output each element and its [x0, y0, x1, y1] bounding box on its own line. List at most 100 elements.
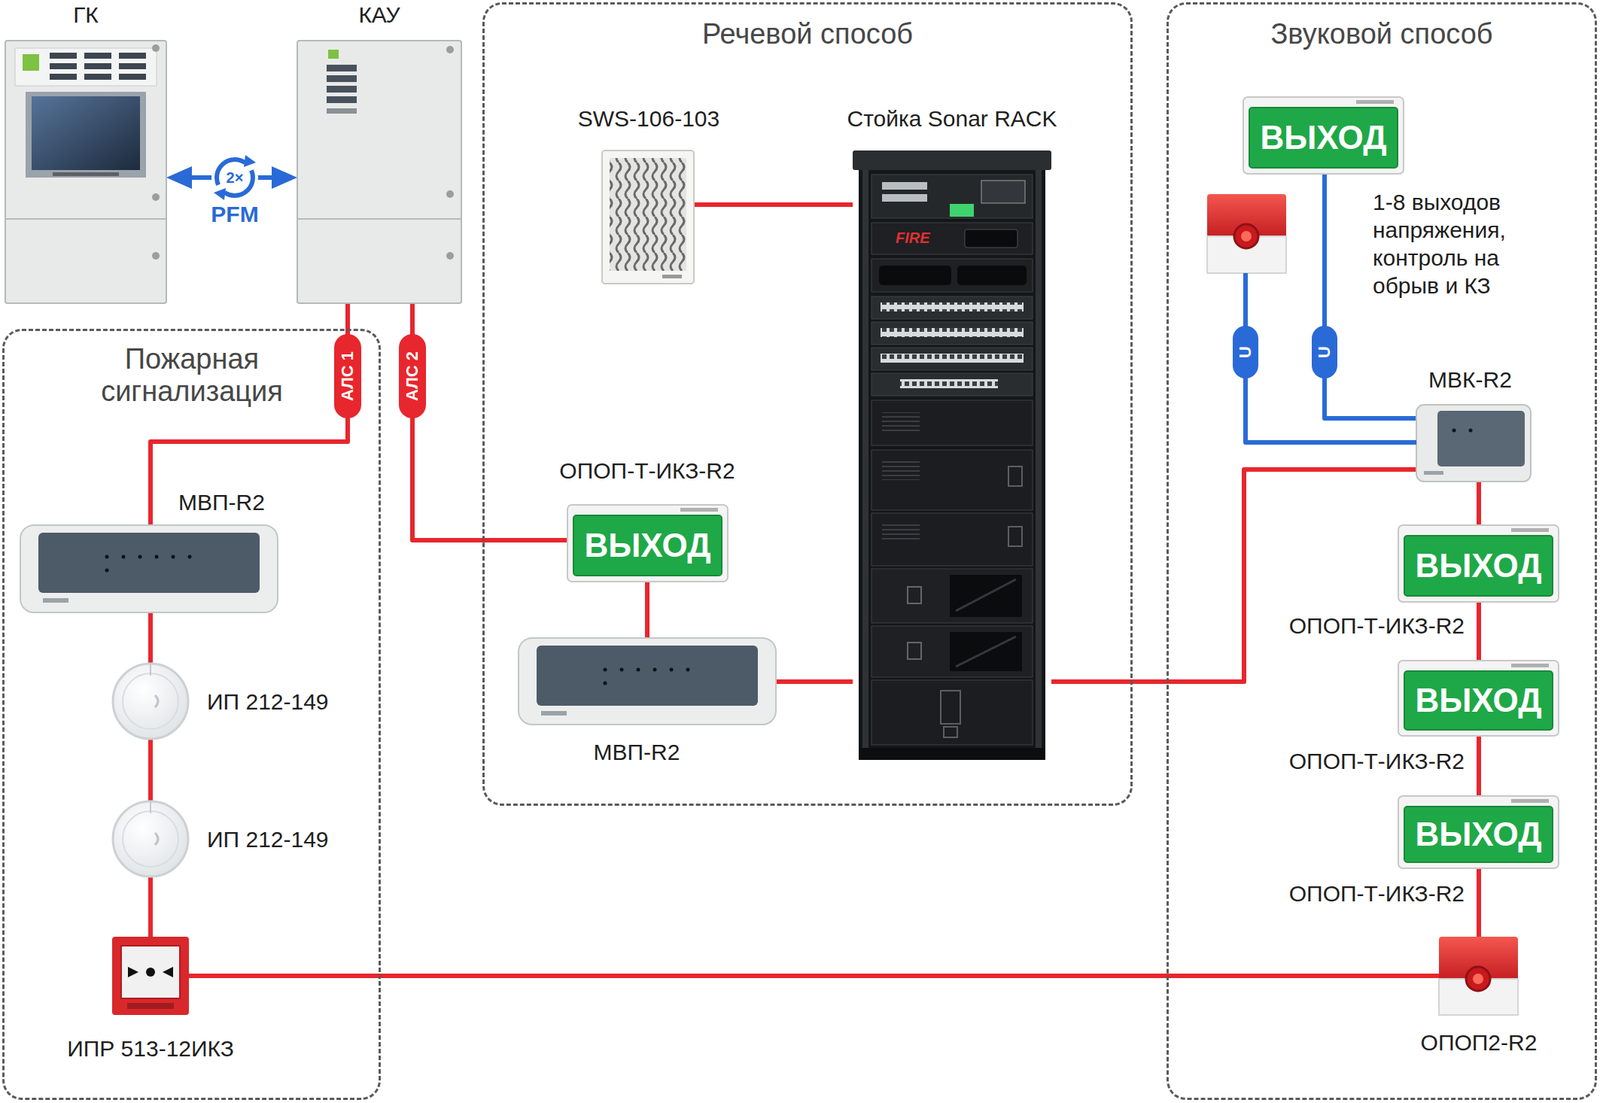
- interface-module-art-part: [669, 668, 674, 673]
- rack-art-part: [879, 265, 952, 286]
- rack-art-part: [871, 222, 1033, 255]
- pfm-icon-part: [213, 188, 226, 201]
- smoke-detector: ИП 212-149: [112, 801, 189, 878]
- group-controller-art-part: [49, 52, 77, 59]
- interface-module-art-part: [171, 555, 176, 560]
- call-point-art: [112, 936, 189, 1016]
- exit-sign-art-part: [567, 504, 728, 582]
- rack-art-part: [955, 636, 1016, 667]
- pfm-icon-part: [243, 155, 256, 168]
- label-holder: U: [1232, 325, 1259, 379]
- rack-art-part: [882, 412, 920, 432]
- protocol-label: PFM: [207, 201, 262, 228]
- connector-line: [775, 679, 853, 685]
- rack-art-part: [1008, 526, 1023, 547]
- exit-sign-art-part: [1243, 97, 1404, 174]
- controller-cabinet: ГК: [5, 40, 167, 304]
- text-holder: ИП 212-149: [206, 688, 329, 716]
- rack-art-part: [907, 587, 922, 604]
- rack-art-part: [880, 328, 1024, 338]
- text-holder: ОПОП-Т-ИКЗ-R2: [1088, 880, 1465, 908]
- rack-art-part: [955, 579, 1016, 612]
- device-label: ОПОП-Т-ИКЗ-R2: [1289, 880, 1465, 908]
- group-controller-art-part: [152, 252, 160, 260]
- pfm-icon: [211, 154, 259, 201]
- device-label: ОПОП2-R2: [1420, 1029, 1538, 1057]
- connector-line: [644, 581, 650, 639]
- control-module-art: [1416, 404, 1531, 482]
- control-cabinet-art-part: [297, 40, 462, 304]
- rack-art-part: [940, 690, 961, 724]
- group-controller-art-part: [152, 193, 160, 201]
- control-module-art-part: [1469, 428, 1473, 433]
- manual-call-point: ИПР 513-12ИКЗ: [112, 936, 189, 1016]
- text-holder: ОПОП-Т-ИКЗ-R2: [1088, 612, 1465, 640]
- exit-sign-art-part: [1404, 535, 1553, 597]
- rack-art-part: [858, 170, 1046, 749]
- connector-line: [148, 739, 153, 802]
- group-controller-art-part: [52, 172, 119, 177]
- text-holder: МВП-R2: [448, 739, 825, 767]
- rack-art-part: [949, 203, 974, 217]
- rack-art-part: [900, 379, 998, 389]
- group-controller-art-part: [118, 52, 147, 59]
- connector-line: [148, 877, 153, 937]
- dashed-region: Звуковой способВЫХОДМВК-R2ОПОП-Т-ИКЗ-R2В…: [1166, 2, 1597, 1101]
- interface-module-art-part: [536, 645, 758, 706]
- speaker-art-part: [662, 274, 682, 279]
- interface-module-art-part: [541, 711, 567, 716]
- label-holder: 2×: [212, 167, 258, 188]
- connector-line: [150, 303, 348, 526]
- control-cabinet-art-part: [446, 190, 454, 198]
- smoke-detector-art-part: [155, 695, 159, 708]
- siren-art-part: [1241, 231, 1252, 242]
- sign-text: ВЫХОД: [1414, 549, 1542, 583]
- rack-art-part: [1008, 466, 1023, 487]
- rack-art-part: [871, 513, 1033, 566]
- label-holder: 1-8 выходов напряжения, контроль на обры…: [1372, 188, 1550, 300]
- group-controller-art-part: [5, 218, 167, 220]
- exit-sign-art-part: [1356, 100, 1394, 104]
- group-controller-art-part: [84, 52, 112, 59]
- rack-art-part: [943, 726, 958, 738]
- device-label: ОПОП-Т-ИКЗ-R2: [1289, 748, 1465, 776]
- exit-sign-art-part: [1398, 525, 1559, 603]
- rack-art-part: [981, 180, 1026, 204]
- text-holder: ГК: [0, 1, 274, 29]
- text-holder: ВЫХОД: [1404, 535, 1553, 597]
- text-holder: КАУ: [191, 1, 568, 29]
- connector-line: [412, 303, 568, 541]
- interface-module-art-part: [105, 555, 110, 560]
- dashed-region: Пожарная сигнализацияМВП-R2ИП 212-149ИП …: [2, 328, 381, 1101]
- rack-art-part: [882, 460, 920, 481]
- rack-art-part: [882, 522, 920, 542]
- smoke-detector: ИП 212-149: [112, 663, 189, 740]
- control-cabinet-art: [297, 40, 462, 304]
- control-cabinet-art-part: [326, 64, 357, 72]
- rack-art-part: [949, 574, 1023, 618]
- siren-art: [1207, 194, 1518, 1016]
- group-controller-art-part: [15, 48, 157, 86]
- rack-art-part: [949, 632, 1023, 672]
- group-controller-art-part: [5, 40, 167, 304]
- group-controller-art-part: [49, 63, 77, 70]
- device-label: SWS-106-103: [577, 105, 720, 133]
- interface-module-art-part: [686, 668, 691, 673]
- group-controller-art-part: [84, 63, 112, 70]
- control-cabinet-art-part: [326, 108, 357, 114]
- rack-art-part: [907, 642, 922, 660]
- rack-art-part: [871, 258, 1033, 293]
- group-controller-art-part: [22, 54, 40, 71]
- rack-art-part: [871, 400, 1033, 446]
- equipment-rack: Стойка Sonar RACK: [852, 150, 1052, 761]
- line-tag: АЛС 1: [339, 351, 356, 402]
- interface-module: МВП-R2: [518, 638, 776, 725]
- call-point-art-part: [146, 967, 156, 977]
- exit-sign-art-part: [573, 515, 722, 576]
- text-holder: МВК-R2: [1428, 366, 1512, 394]
- exit-sign-art-part: [1398, 660, 1559, 737]
- device-label: МВП-R2: [593, 739, 681, 767]
- multiplier-mark: 2×: [226, 167, 244, 188]
